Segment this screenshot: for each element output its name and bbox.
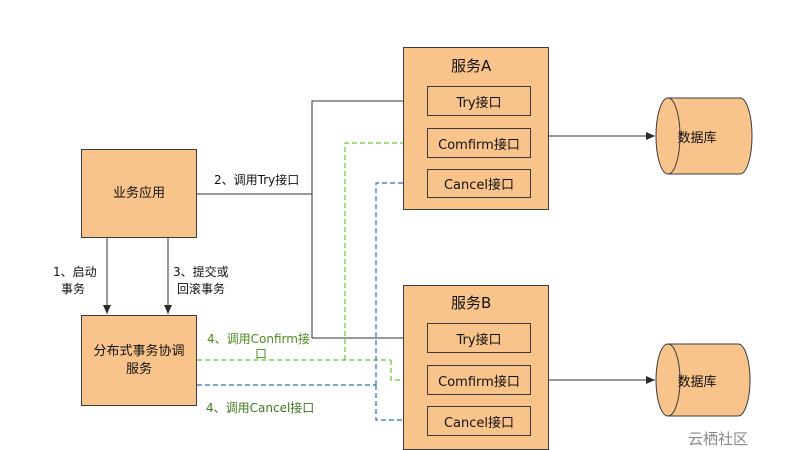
service-b-try-label: Try接口 [456,332,502,348]
database-b-label: 数据库 [677,374,717,390]
service-b-cancel-label: Cancel接口 [443,415,515,431]
coordinator-node: 分布式事务协调 服务 [81,315,197,406]
database-b-shape [655,343,751,417]
edge-call-confirm-a [344,139,426,360]
business-app-label: 业务应用 [112,185,165,201]
service-a-title: 服务A [451,57,492,75]
edge-label-call-cancel: 4、调用Cancel接口 [206,401,315,415]
service-a-confirm-label: Comfirm接口 [438,137,520,153]
edge-label-commit-line2: 回滚事务 [177,282,226,296]
database-a-shape [655,97,753,175]
service-b-try-interface: Try接口 [427,323,531,353]
edge-call-try-a [197,97,426,195]
service-a-try-label: Try接口 [456,95,502,111]
edge-call-try-b [311,194,426,342]
watermark-text: 云栖社区 [688,430,749,448]
business-app-node: 业务应用 [81,149,197,238]
service-b-cancel-interface: Cancel接口 [427,406,531,436]
edge-label-start-line2: 事务 [61,282,86,296]
service-b-confirm-label: Comfirm接口 [438,374,520,390]
edge-label-commit-line1: 3、提交或 [173,265,229,279]
service-b-title: 服务B [451,294,492,312]
edge-label-call-confirm-line2: 口 [255,347,268,361]
edge-label-start-line1: 1、启动 [53,265,97,279]
edge-label-call-confirm-line1: 4、调用Confirm接 [207,332,310,346]
service-a-try-interface: Try接口 [427,86,531,116]
database-a-label: 数据库 [677,130,717,146]
service-a-cancel-label: Cancel接口 [443,178,515,193]
coordinator-label-line2: 服务 [125,361,152,377]
service-b-confirm-interface: Comfirm接口 [427,365,531,395]
coordinator-label-line1: 分布式事务协调 [93,343,185,359]
service-a-cancel-interface: Cancel接口 [427,169,531,198]
service-a-confirm-interface: Comfirm接口 [427,128,531,158]
edge-label-call-try: 2、调用Try接口 [214,173,300,187]
